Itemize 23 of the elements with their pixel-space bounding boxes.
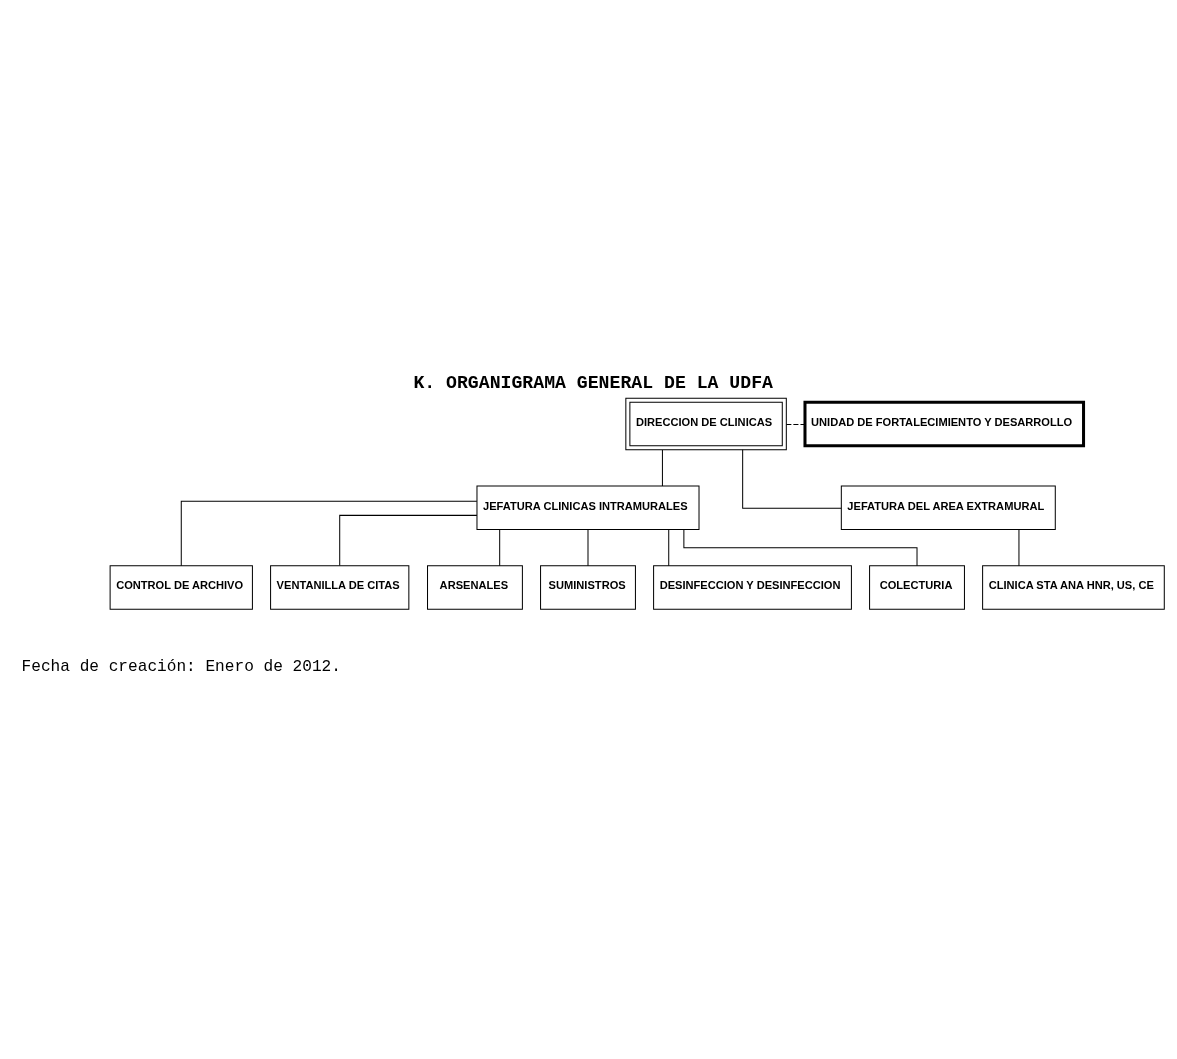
connector (742, 449, 842, 509)
connector (339, 514, 478, 566)
connector (668, 529, 670, 567)
node-box: JEFATURA CLINICAS INTRAMURALES (476, 485, 700, 530)
label: Fecha de creación: Enero de 2012. (21, 658, 341, 677)
node-box: ARSENALES (427, 565, 523, 610)
node-box: CLINICA STA ANA HNR, US, CE (982, 565, 1165, 610)
connector (683, 529, 918, 567)
node-box: DIRECCION DE CLINICAS (625, 397, 787, 451)
node-box: CONTROL DE ARCHIVO (109, 565, 253, 610)
node-box: SUMINISTROS (540, 565, 636, 610)
connector (587, 529, 589, 567)
node-box: VENTANILLA DE CITAS (270, 565, 410, 610)
connector (499, 529, 501, 567)
connector (180, 500, 478, 567)
diagram-title: K. ORGANIGRAMA GENERAL DE LA UDFA (413, 372, 773, 393)
node-box: UNIDAD DE FORTALECIMIENTO Y DESARROLLO (803, 400, 1086, 448)
connector (1018, 529, 1020, 567)
connector (785, 424, 806, 426)
connector (661, 449, 663, 487)
node-box: JEFATURA DEL AREA EXTRAMURAL (840, 485, 1056, 530)
node-box: DESINFECCION Y DESINFECCION (653, 565, 852, 610)
node-box: COLECTURIA (869, 565, 965, 610)
